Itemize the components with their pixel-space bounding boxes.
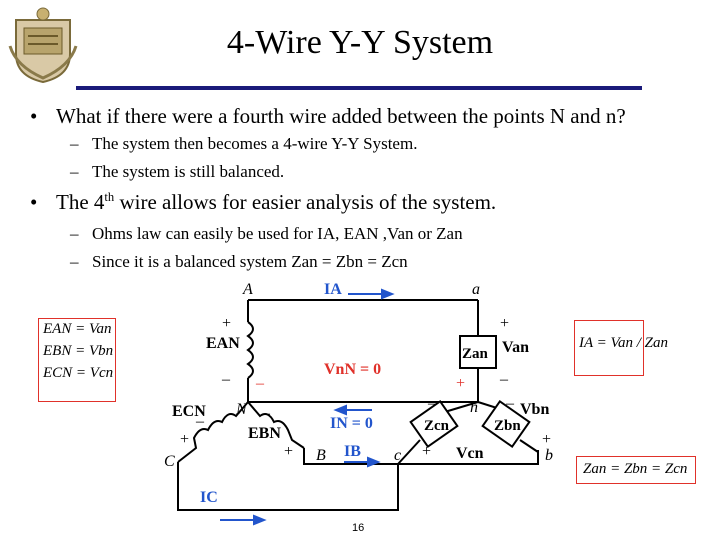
equation-z-balanced: Zan = Zbn = Zcn	[583, 461, 688, 477]
node-b-load: b	[545, 447, 553, 464]
bullet-2-sub-1: –Ohms law can easily be used for IA, EAN…	[70, 224, 463, 244]
plus-sign: +	[284, 443, 293, 460]
minus-sign: –	[195, 413, 205, 430]
emf-ecn-label: ECN	[172, 403, 206, 420]
bullet-1-sub-1: –The system then becomes a 4-wire Y-Y Sy…	[70, 134, 417, 154]
minus-sign: –	[261, 405, 271, 422]
arrow-in-head	[333, 404, 347, 416]
impedance-equation-box: Zan = Zbn = Zcn	[576, 456, 696, 484]
plus-sign: +	[180, 431, 189, 448]
impedance-zan-label: Zan	[462, 346, 489, 362]
minus-sign: –	[499, 371, 509, 388]
wire-phase-b	[303, 448, 539, 465]
plus-sign-red: +	[456, 375, 465, 392]
node-n-load: n	[470, 399, 478, 416]
dash-symbol: –	[70, 224, 79, 243]
plus-sign: +	[222, 315, 231, 332]
equation-ebn: EBN = Vbn	[43, 343, 114, 359]
arrow-ib-head	[367, 456, 381, 468]
equation-ecn: ECN = Vcn	[43, 365, 114, 381]
minus-sign: –	[505, 395, 515, 412]
current-ib-label: IB	[344, 443, 361, 460]
wire-phase-c	[177, 462, 399, 511]
bullet-2-sub-1-text: Ohms law can easily be used for IA, EAN …	[92, 224, 463, 243]
bullet-2-sup: th	[104, 190, 115, 204]
voltage-van-label: Van	[502, 339, 529, 356]
minus-sign: –	[427, 395, 437, 412]
node-c-load: c	[394, 447, 401, 464]
impedance-zbn	[481, 399, 531, 449]
dash-symbol: –	[70, 134, 79, 153]
bullet-1-sub-1-text: The system then becomes a 4-wire Y-Y Sys…	[92, 134, 418, 153]
node-a-load: a	[472, 281, 480, 298]
equation-ean: EAN = Van	[43, 321, 112, 337]
node-n-source: N	[235, 401, 248, 418]
bullet-1-sub-2-text: The system is still balanced.	[92, 162, 285, 181]
impedance-zcn-label: Zcn	[424, 418, 450, 434]
bullet-symbol: •	[30, 104, 38, 128]
bullet-1-sub-2: –The system is still balanced.	[70, 162, 284, 182]
bullet-1: • What if there were a fourth wire added …	[30, 104, 626, 129]
current-ia-label: IA	[324, 281, 342, 298]
plus-sign: +	[422, 443, 431, 460]
current-ic-label: IC	[200, 489, 218, 506]
bullet-2-text-post: wire allows for easier analysis of the s…	[114, 190, 497, 214]
impedance-zan	[459, 335, 497, 369]
node-a-source: A	[242, 281, 253, 298]
arrow-ia-head	[381, 288, 395, 300]
bullet-2: • The 4th wire allows for easier analysis…	[30, 190, 496, 215]
title-underline	[76, 86, 642, 90]
wire-zcn-c	[397, 439, 421, 465]
page-number: 16	[352, 522, 365, 534]
bullet-2-sub-2-text: Since it is a balanced system Zan = Zbn …	[92, 252, 408, 271]
voltage-vbn-label: Vbn	[520, 401, 549, 418]
arrow-ic-head	[253, 514, 267, 526]
plus-sign: +	[500, 315, 509, 332]
source-voltage-equations-box: EAN = Van EBN = Vbn ECN = Vcn	[38, 318, 116, 402]
academy-crest-logo	[8, 7, 78, 84]
coil-ebn	[247, 401, 305, 449]
minus-sign: –	[221, 371, 231, 388]
current-in-label: IN = 0	[330, 415, 373, 432]
node-b-source: B	[316, 447, 326, 464]
impedance-zcn	[409, 399, 459, 449]
slide-title: 4-Wire Y-Y System	[226, 24, 494, 61]
impedance-zbn-label: Zbn	[494, 418, 521, 434]
voltage-vcn-label: Vcn	[456, 445, 484, 462]
voltage-vnn-label: VnN = 0	[324, 361, 381, 378]
bullet-2-text-pre: The 4	[56, 190, 105, 214]
bullet-2-sub-2: –Since it is a balanced system Zan = Zbn…	[70, 252, 408, 272]
wire-zbn-b	[519, 439, 539, 453]
plus-sign: +	[542, 431, 551, 448]
bullet-symbol: •	[30, 190, 38, 214]
minus-sign-red: –	[255, 375, 265, 392]
emf-ebn-label: EBN	[248, 425, 281, 442]
coil-ean	[246, 321, 254, 379]
emf-ean-label: EAN	[206, 335, 240, 352]
dash-symbol: –	[70, 252, 79, 271]
bullet-1-text: What if there were a fourth wire added b…	[56, 104, 626, 128]
node-c-source: C	[164, 453, 175, 470]
coil-ecn	[177, 401, 249, 463]
dash-symbol: –	[70, 162, 79, 181]
